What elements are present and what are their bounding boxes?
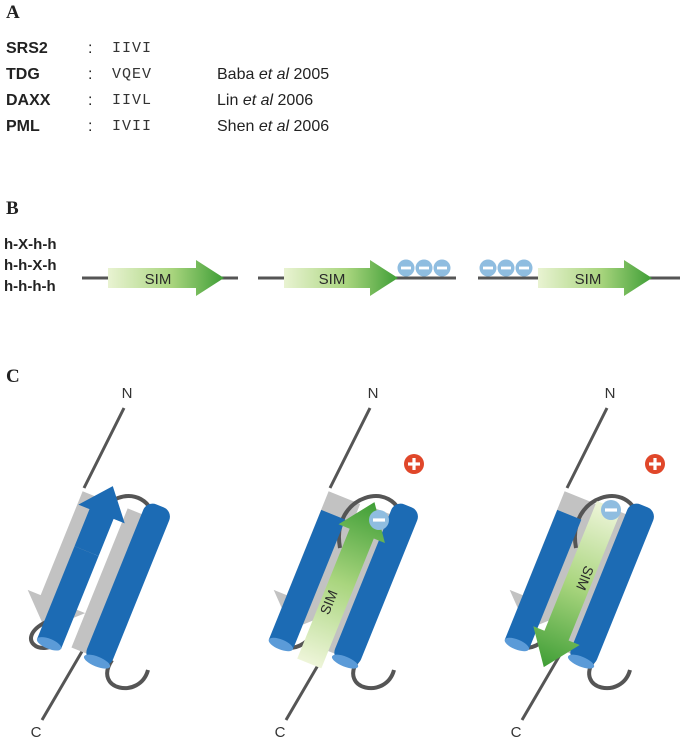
bottom-right-loop — [105, 658, 150, 690]
sumo-structure-sim-antiparallel: N C SIM — [504, 385, 665, 741]
blue-alpha-helix — [331, 503, 418, 669]
c-terminal-tail — [520, 647, 566, 721]
protein-name: PML — [6, 118, 40, 135]
sim-construct-plain: SIM — [82, 260, 238, 296]
c-terminus-label: C — [275, 724, 286, 741]
panel-c-label: C — [6, 366, 20, 387]
c-terminus-label: C — [511, 724, 522, 741]
minus-sign — [501, 266, 511, 270]
blue-beta-strand — [268, 509, 346, 652]
sumo-structure-free: N C — [27, 385, 170, 741]
reference: Shen et al 2006 — [217, 116, 329, 138]
minus-sign — [401, 266, 411, 270]
minus-sign — [483, 266, 493, 270]
blue-beta-strand — [36, 486, 125, 651]
reference-etal: et al — [258, 66, 290, 83]
blue-alpha-helix — [567, 503, 654, 669]
n-terminal-tail — [82, 407, 126, 489]
reference: Lin et al 2006 — [217, 90, 313, 112]
minus-sign — [519, 266, 529, 270]
n-terminus-label: N — [605, 385, 616, 402]
sim-construct-acidic-after: SIM — [258, 259, 456, 296]
reference-author: Baba — [217, 66, 255, 83]
reference: Baba et al 2005 — [217, 64, 329, 86]
n-terminal-tail — [565, 407, 609, 489]
motif-pattern: h-h-X-h — [4, 257, 57, 274]
reference-year: 2006 — [293, 118, 330, 135]
sim-arrow — [538, 260, 652, 296]
colon: : — [88, 92, 93, 109]
motif-pattern: h-h-h-h — [4, 278, 56, 295]
c-terminal-tail — [40, 647, 86, 721]
protein-name: DAXX — [6, 92, 51, 109]
sumo-structure-sim-parallel: N C SIM — [268, 385, 424, 741]
reference-author: Shen — [217, 118, 255, 135]
acidic-charges — [397, 259, 451, 277]
n-terminal-tail — [328, 407, 372, 489]
bottom-right-loop — [351, 658, 396, 690]
sim-sequence: IVII — [112, 118, 153, 135]
minus-sign — [419, 266, 429, 270]
sim-construct-acidic-before: SIM — [478, 259, 680, 296]
motif-pattern: h-X-h-h — [4, 236, 57, 253]
sim-label: SIM — [319, 271, 346, 288]
sim-sequence: IIVI — [112, 40, 153, 57]
blue-alpha-helix — [83, 503, 170, 669]
bottom-right-loop — [587, 658, 632, 690]
minus-sign — [437, 266, 447, 270]
sim-sequence: IIVL — [112, 92, 153, 109]
sim-arrow — [284, 260, 398, 296]
sim-label: SIM — [145, 271, 172, 288]
n-terminus-label: N — [122, 385, 133, 402]
panel-b-label: B — [6, 198, 19, 219]
protein-name: TDG — [6, 66, 40, 83]
n-terminus-label: N — [368, 385, 379, 402]
reference-year: 2005 — [293, 66, 330, 83]
c-terminus-label: C — [31, 724, 42, 741]
panel-b-constructs: SIM SIM SIM — [82, 259, 680, 296]
colon: : — [88, 40, 93, 57]
acidic-charges — [479, 259, 533, 277]
colon: : — [88, 118, 93, 135]
sim-arrow — [108, 260, 224, 296]
sim-label: SIM — [575, 271, 602, 288]
minus-sign — [373, 518, 385, 522]
minus-sign — [605, 508, 617, 512]
reference-year: 2006 — [277, 92, 314, 109]
reference-author: Lin — [217, 92, 239, 109]
reference-etal: et al — [242, 92, 274, 109]
panel-a-label: A — [6, 2, 20, 23]
colon: : — [88, 66, 93, 83]
blue-beta-strand — [504, 509, 582, 652]
sim-sequence: VQEV — [112, 66, 153, 83]
plus-sign-vertical — [412, 458, 416, 470]
reference-etal: et al — [258, 118, 290, 135]
plus-sign-vertical — [653, 458, 657, 470]
protein-name: SRS2 — [6, 40, 48, 57]
